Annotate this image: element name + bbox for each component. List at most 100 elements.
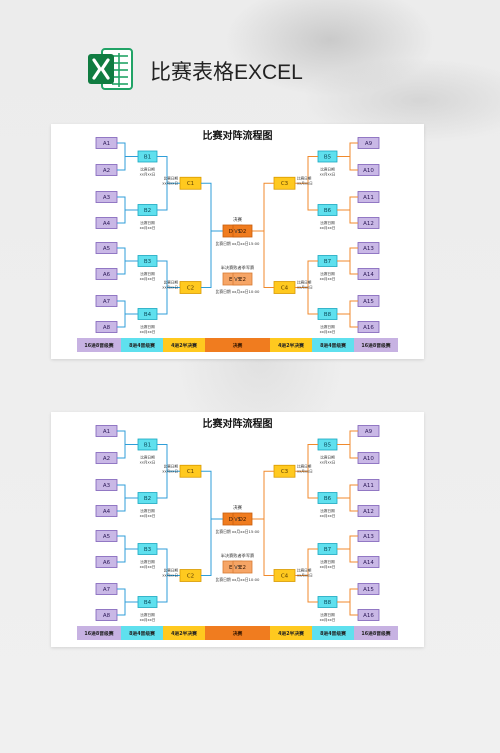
round16-winner-box-label: B1 (144, 154, 151, 160)
match-date-value: xx月xx日 (140, 513, 156, 518)
team-box: A9 (357, 137, 380, 149)
semifinal-box: C3 (273, 176, 296, 190)
round16-winner-box-label: B4 (144, 312, 152, 318)
team-box-label: A16 (363, 325, 374, 331)
team-box: A2 (95, 164, 118, 176)
round16-winner-box: B8 (317, 596, 338, 608)
round16-winner-box-label: B8 (324, 600, 332, 606)
final-team-box-label: D1 (229, 229, 237, 235)
semifinal-box: C1 (179, 176, 202, 190)
match-date-label: 比赛日期 (320, 508, 335, 513)
final-date: 比赛日期 xx月xx日15:00 (216, 241, 261, 246)
team-box: A13 (357, 530, 380, 542)
round16-winner-box-label: B3 (144, 547, 152, 553)
match-date-value: xx月xx日 (140, 564, 156, 569)
team-box-label: A12 (363, 509, 374, 515)
team-box-label: A3 (103, 483, 111, 489)
match-date-label: 比赛日期 (140, 612, 155, 617)
team-box: A11 (357, 479, 380, 491)
team-box-label: A3 (103, 195, 111, 201)
team-box: A10 (357, 452, 380, 464)
round16-winner-box: B3 (137, 543, 158, 555)
team-box: A1 (95, 425, 118, 437)
team-box: A4 (95, 505, 118, 517)
team-box-label: A14 (363, 560, 374, 566)
match-date-label: 比赛日期 (140, 559, 155, 564)
round16-winner-box: B2 (137, 204, 158, 216)
stage-label: 4进2半决赛 (278, 342, 304, 349)
stage-cell: 4进2半决赛 (163, 626, 205, 640)
round16-winner-box: B6 (317, 492, 338, 504)
semifinal-box-label: C3 (281, 469, 289, 475)
semifinal-box-label: C3 (281, 181, 289, 187)
semifinal-box-label: C2 (187, 285, 194, 291)
stage-cell: 8进4晋级赛 (312, 626, 354, 640)
team-box: A1 (95, 137, 118, 149)
stage-label: 决赛 (233, 342, 243, 349)
match-date-value: xx月xx日 (140, 329, 156, 334)
stage-label: 4进2半决赛 (278, 630, 304, 637)
bracket-diagram: 比赛对阵流程图A1A2B1比赛日期xx月xx日A3A4B2比赛日期xx月xx日A… (77, 417, 398, 640)
round16-winner-box: B7 (317, 543, 338, 555)
final-label: 决赛 (233, 504, 242, 511)
round16-winner-box-label: B6 (324, 208, 332, 214)
team-box-label: A1 (103, 429, 110, 435)
match-date-label: 比赛日期 (297, 175, 312, 180)
third-place-date: 比赛日期 xx月xx日10:00 (216, 577, 261, 582)
team-box-label: A13 (363, 534, 374, 540)
team-box: A12 (357, 505, 380, 517)
team-box-label: A15 (363, 587, 374, 593)
round16-winner-box: B5 (317, 150, 338, 163)
team-box: A14 (357, 556, 380, 568)
round16-winner-box-label: B6 (324, 496, 332, 502)
final-team-box-label: D1 (229, 517, 237, 523)
round16-winner-box: B3 (137, 255, 158, 267)
page-title: 比赛表格EXCEL (150, 61, 303, 84)
round16-winner-box-label: B7 (324, 547, 332, 553)
excel-icon (88, 48, 133, 90)
match-date-value: xx月xx日 (140, 276, 156, 281)
round16-winner-box-label: B8 (324, 312, 332, 318)
round16-winner-box-label: B5 (324, 154, 332, 160)
third-place-team-box: E2 (232, 272, 253, 286)
final-label: 决赛 (233, 216, 242, 223)
team-box-label: A13 (363, 246, 374, 252)
stage-label: 决赛 (233, 630, 243, 637)
final-team-box-label: D2 (239, 517, 247, 523)
team-box: A11 (357, 191, 380, 203)
team-box: A7 (95, 295, 118, 307)
team-box-label: A12 (363, 221, 374, 227)
stage-cell: 16进8晋级赛 (354, 338, 398, 352)
sheet-title: 比赛对阵流程图 (203, 417, 273, 430)
semifinal-box: C1 (179, 464, 202, 478)
team-box: A6 (95, 268, 118, 280)
third-place-team-box: E2 (232, 560, 253, 574)
team-box: A4 (95, 217, 118, 229)
match-date-label: 比赛日期 (297, 280, 312, 285)
semifinal-box: C3 (273, 464, 296, 478)
final-team-box-label: D2 (239, 229, 247, 235)
third-place-label: 半决赛败者季军赛 (221, 552, 255, 559)
round16-winner-box: B1 (137, 150, 158, 163)
round16-winner-box: B4 (137, 308, 158, 320)
match-date-value: xx月xx日 (297, 180, 313, 185)
match-date-value: xx月xx日 (162, 573, 178, 578)
team-box: A5 (95, 242, 118, 254)
match-date-value: xx月xx日 (320, 225, 336, 230)
stage-label: 8进4晋级赛 (129, 630, 155, 637)
match-date-label: 比赛日期 (140, 455, 155, 460)
stage-cell: 4进2半决赛 (270, 338, 312, 352)
stage-label: 16进8晋级赛 (361, 342, 390, 349)
stage-cell: 决赛 (205, 626, 270, 640)
stage-cell: 16进8晋级赛 (354, 626, 398, 640)
round16-winner-box: B8 (317, 308, 338, 320)
match-date-label: 比赛日期 (320, 167, 335, 172)
vs-label: VS (234, 277, 241, 283)
third-place-label: 半决赛败者季军赛 (221, 264, 255, 271)
team-box-label: A8 (103, 613, 111, 619)
match-date-label: 比赛日期 (320, 271, 335, 276)
stage-label: 4进2半决赛 (171, 630, 197, 637)
match-date-value: xx月xx日 (162, 285, 178, 290)
match-date-label: 比赛日期 (297, 568, 312, 573)
